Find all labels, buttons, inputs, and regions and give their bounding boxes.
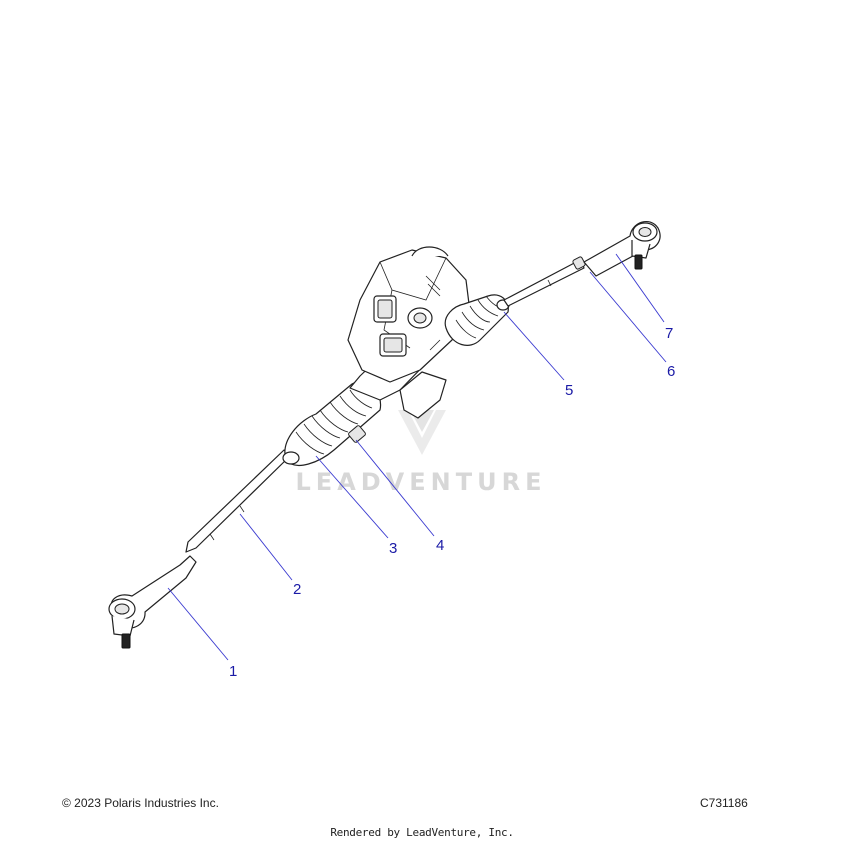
left-inner-tie-rod (185, 449, 291, 553)
callout-4: 4 (436, 537, 444, 554)
watermark: LEADVENTURE (296, 410, 547, 496)
leader-line-4 (355, 439, 435, 537)
watermark-logo-icon (398, 410, 446, 455)
callout-5: 5 (565, 382, 573, 399)
leader-line-7 (615, 253, 665, 323)
callout-6: 6 (667, 363, 675, 380)
left-boot (282, 381, 382, 466)
leader-line-2 (239, 513, 293, 581)
drawing-id: C731186 (700, 796, 748, 810)
right-boot (444, 294, 510, 346)
rendered-by-text: Rendered by LeadVenture, Inc. (330, 826, 514, 839)
right-tie-rod-end (583, 220, 661, 277)
copyright-text: © 2023 Polaris Industries Inc. (62, 796, 219, 810)
leader-line-6 (589, 271, 667, 363)
callout-2: 2 (293, 581, 301, 598)
motor-gear-unit (347, 246, 471, 383)
callout-1: 1 (229, 663, 237, 680)
leader-line-1 (167, 587, 229, 661)
watermark-text: LEADVENTURE (296, 468, 547, 496)
leader-lines (167, 253, 667, 661)
leader-line-5 (503, 311, 565, 381)
callout-7: 7 (665, 325, 673, 342)
right-inner-tie-rod (503, 256, 586, 307)
callout-3: 3 (389, 540, 397, 557)
callouts: 1 2 3 4 5 6 7 (229, 325, 675, 680)
leader-line-3 (315, 455, 389, 539)
left-tie-rod-end (108, 555, 197, 649)
